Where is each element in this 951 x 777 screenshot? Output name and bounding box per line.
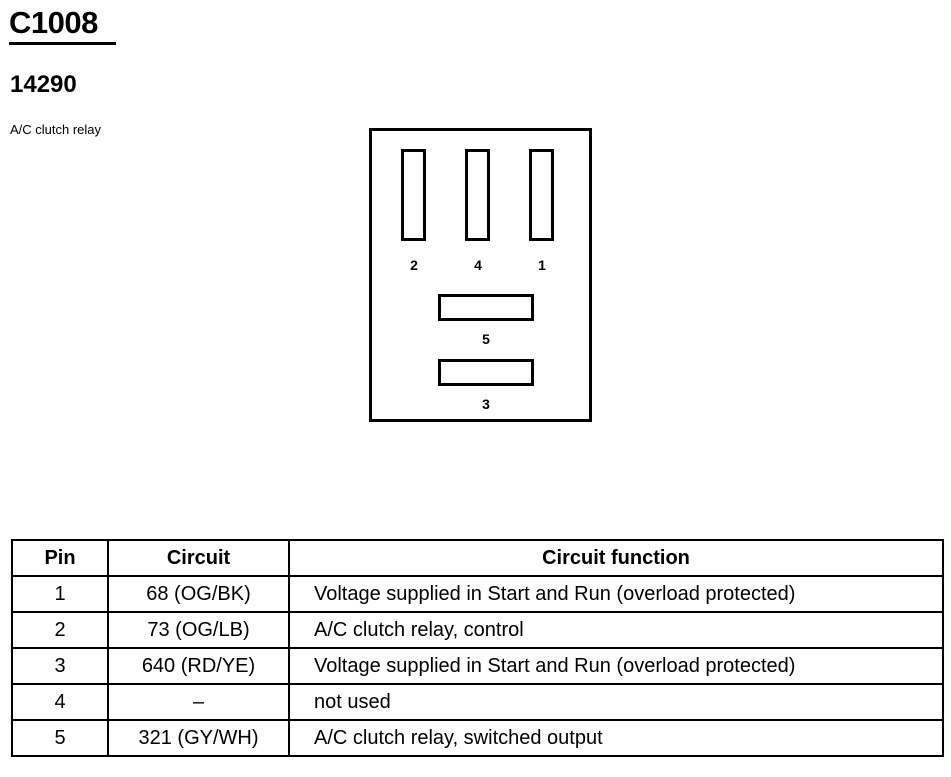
- table-row: 2 73 (OG/LB) A/C clutch relay, control: [11, 611, 944, 649]
- table-row: 3 640 (RD/YE) Voltage supplied in Start …: [11, 647, 944, 685]
- cell-circuit-function: not used: [288, 683, 944, 721]
- table-header-row: Pin Circuit Circuit function: [11, 539, 944, 577]
- cell-pin: 1: [11, 575, 109, 613]
- terminal-label-2: 2: [410, 257, 418, 273]
- cell-pin: 5: [11, 719, 109, 757]
- cell-circuit: 640 (RD/YE): [107, 647, 290, 685]
- connector-description: A/C clutch relay: [10, 122, 102, 137]
- cell-circuit: 68 (OG/BK): [107, 575, 290, 613]
- cell-circuit: 73 (OG/LB): [107, 611, 290, 649]
- terminal-pin-3: [438, 359, 534, 386]
- cell-circuit-function: A/C clutch relay, switched output: [288, 719, 944, 757]
- cell-circuit-function: Voltage supplied in Start and Run (overl…: [288, 575, 944, 613]
- cell-circuit: –: [107, 683, 290, 721]
- header-pin: Pin: [11, 539, 109, 577]
- connector-face-diagram: 2 4 1 5 3: [369, 128, 592, 422]
- cell-pin: 2: [11, 611, 109, 649]
- terminal-pin-2: [401, 149, 426, 241]
- terminal-pin-4: [465, 149, 490, 241]
- terminal-label-4: 4: [474, 257, 482, 273]
- cell-circuit-function: Voltage supplied in Start and Run (overl…: [288, 647, 944, 685]
- header-circuit: Circuit: [107, 539, 290, 577]
- cell-circuit-function: A/C clutch relay, control: [288, 611, 944, 649]
- part-number: 14290: [10, 71, 77, 98]
- terminal-label-1: 1: [538, 257, 546, 273]
- terminal-pin-5: [438, 294, 534, 321]
- connector-id-underline: [9, 42, 116, 45]
- header-circuit-function: Circuit function: [288, 539, 944, 577]
- table-row: 5 321 (GY/WH) A/C clutch relay, switched…: [11, 719, 944, 757]
- cell-pin: 4: [11, 683, 109, 721]
- cell-circuit: 321 (GY/WH): [107, 719, 290, 757]
- table-row: 1 68 (OG/BK) Voltage supplied in Start a…: [11, 575, 944, 613]
- connector-id: C1008: [9, 5, 98, 40]
- cell-pin: 3: [11, 647, 109, 685]
- terminal-pin-1: [529, 149, 554, 241]
- terminal-label-3: 3: [482, 396, 490, 412]
- pinout-table: Pin Circuit Circuit function 1 68 (OG/BK…: [11, 539, 944, 757]
- terminal-label-5: 5: [482, 331, 490, 347]
- table-row: 4 – not used: [11, 683, 944, 721]
